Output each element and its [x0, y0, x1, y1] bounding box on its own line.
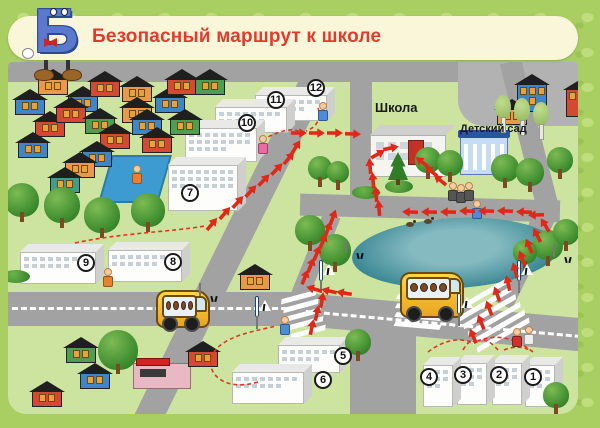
- letter-b-mascot: Б: [20, 0, 100, 82]
- tree-icon: [514, 98, 530, 136]
- tree-icon: [8, 183, 39, 223]
- apartment-building: [168, 157, 246, 211]
- house: [192, 69, 228, 95]
- building-number-badge: 6: [314, 371, 332, 389]
- house: [87, 71, 123, 97]
- tree-icon: [352, 186, 380, 199]
- bow-tie-icon: [44, 38, 57, 47]
- tree-icon: [8, 270, 30, 283]
- building-number-badge: 7: [181, 184, 199, 202]
- glove-icon: [22, 48, 34, 59]
- person: [472, 200, 482, 219]
- mascot-leg: [44, 60, 48, 71]
- road-center-line: [12, 307, 296, 310]
- house: [77, 363, 113, 389]
- tree-icon: [553, 219, 578, 252]
- mascot-eye-icon: [50, 8, 57, 16]
- duck-icon: [424, 217, 434, 224]
- tree-icon: [44, 187, 80, 228]
- route-arrow-icon: [203, 215, 221, 234]
- building-number-badge: 8: [164, 253, 182, 271]
- shop-building: [133, 358, 191, 389]
- route-arrow-icon: [327, 128, 343, 138]
- person: [512, 328, 522, 347]
- house: [53, 97, 89, 123]
- person: [258, 135, 268, 154]
- building-number-badge: 9: [77, 254, 95, 272]
- person: [132, 165, 142, 184]
- person: [280, 316, 290, 335]
- shoe-icon: [62, 69, 82, 81]
- mascot-eye-icon: [61, 8, 68, 16]
- building-number-badge: 10: [238, 114, 256, 132]
- road: [350, 62, 372, 214]
- person: [318, 102, 328, 121]
- duck-icon: [406, 220, 416, 227]
- pedestrian-crossing-sign: [458, 294, 468, 326]
- tree-icon: [495, 95, 511, 133]
- tree-icon: [543, 382, 569, 414]
- house: [167, 109, 203, 135]
- tree-icon: [437, 150, 463, 183]
- pedestrian-crossing-sign: [320, 261, 330, 293]
- house: [563, 79, 578, 117]
- building-number-badge: 4: [420, 368, 438, 386]
- house: [139, 127, 175, 153]
- building-number-badge: 11: [267, 91, 285, 109]
- tree-icon: [516, 158, 544, 193]
- route-arrow-icon: [309, 128, 325, 138]
- shoe-icon: [34, 69, 54, 81]
- building-number-badge: 2: [490, 366, 508, 384]
- tree-icon: [295, 215, 325, 251]
- school-label: Школа: [375, 100, 418, 115]
- mascot-leg: [66, 60, 70, 71]
- pedestrian-crossing-sign: [518, 261, 528, 293]
- person: [464, 182, 474, 201]
- building-number-badge: 3: [454, 366, 472, 384]
- tree-icon: [98, 330, 138, 375]
- building-number-badge: 12: [307, 79, 325, 97]
- house: [185, 341, 221, 367]
- tree-icon: [84, 197, 120, 238]
- house: [63, 337, 99, 363]
- tree-icon: [491, 154, 519, 189]
- kindergarten-label: Детский сад: [460, 123, 527, 135]
- apartment-building: [232, 364, 312, 404]
- house: [97, 123, 133, 149]
- school-bus: [400, 272, 464, 322]
- building-number-badge: 1: [524, 368, 542, 386]
- school-bus: [156, 290, 210, 332]
- building-number-badge: 5: [334, 347, 352, 365]
- house: [29, 381, 65, 407]
- house: [237, 264, 273, 290]
- person: [524, 326, 534, 345]
- tree-icon: [388, 152, 408, 185]
- house: [164, 69, 200, 95]
- person: [103, 268, 113, 287]
- house: [15, 132, 51, 158]
- tree-icon: [547, 147, 573, 180]
- poster-title: Безопасный маршрут к школе: [92, 26, 382, 47]
- tree-icon: [385, 180, 413, 193]
- tree-icon: [131, 193, 165, 233]
- title-banner: [8, 16, 578, 60]
- pedestrian-crossing-sign: [256, 297, 266, 329]
- tree-icon: [327, 161, 349, 190]
- school-roof: [370, 125, 456, 135]
- tree-icon: [533, 102, 549, 140]
